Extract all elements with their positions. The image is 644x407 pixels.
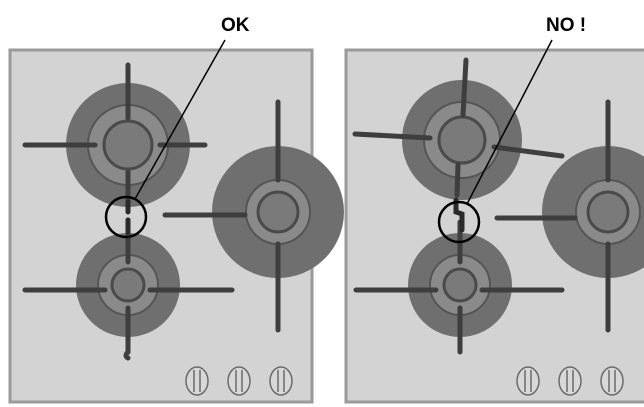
pan-support-icon — [162, 99, 281, 333]
burner-icon — [408, 233, 512, 337]
pan-support-icon — [494, 99, 611, 333]
burner-icon — [212, 146, 344, 278]
label-ok: OK — [221, 15, 250, 36]
burner-icon — [542, 146, 644, 278]
pan-support-icon — [22, 217, 235, 361]
pan-support-icon — [22, 62, 208, 205]
panel-ok: OK — [8, 15, 344, 404]
pan-support-icon — [453, 197, 465, 233]
pointer-line-icon — [134, 39, 226, 200]
control-knob-icon — [516, 366, 624, 396]
highlight-circle-icon — [104, 195, 148, 239]
panel-no: NO ! — [344, 15, 644, 404]
burner-icon — [76, 233, 180, 337]
pointer-line-icon — [466, 39, 553, 205]
control-knob-icon — [185, 366, 293, 396]
burner-icon — [402, 80, 522, 200]
burner-icon — [66, 83, 190, 207]
highlight-circle-icon — [437, 200, 481, 244]
label-no: NO ! — [546, 15, 586, 36]
pan-support-icon — [352, 57, 565, 198]
